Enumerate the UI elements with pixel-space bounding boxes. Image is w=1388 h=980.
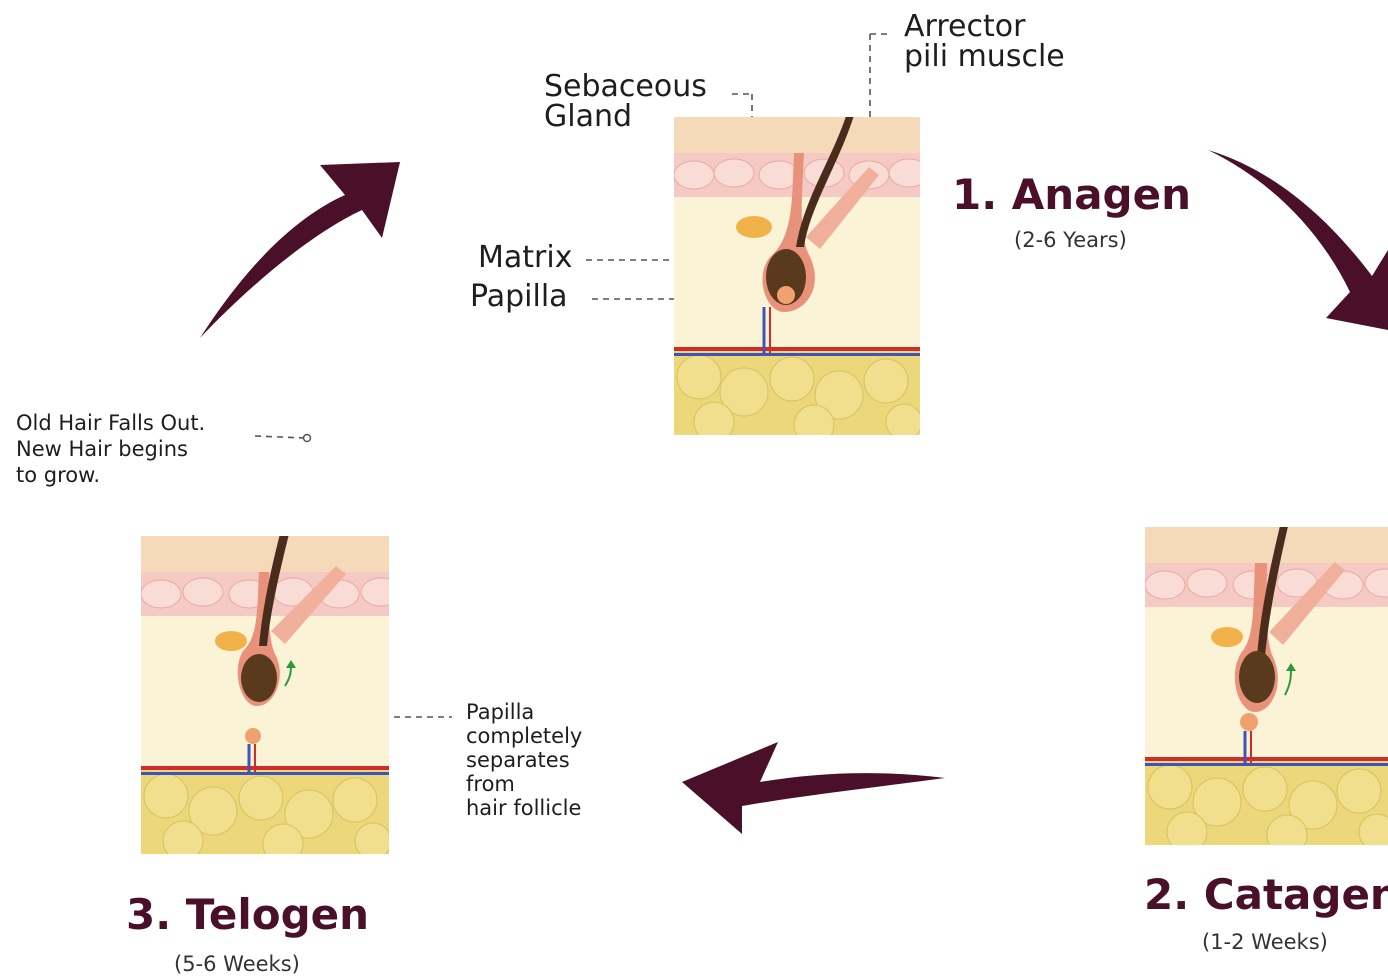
stage-title-telogen: 3. Telogen <box>126 892 369 938</box>
arrector-pili-label: Arrector pili muscle <box>904 12 1065 72</box>
cycle-arrow-icon <box>1208 150 1388 330</box>
cycle-arrow-icon <box>200 162 400 338</box>
stage-duration-catagen: (1-2 Weeks) <box>1202 930 1328 954</box>
papilla-separates-label: Papilla completely separates from hair f… <box>466 700 582 820</box>
stage-duration-anagen: (2-6 Years) <box>1014 228 1127 252</box>
stage-title-catagen: 2. Catagen <box>1144 872 1388 918</box>
papilla-label: Papilla <box>470 282 568 312</box>
matrix-label: Matrix <box>478 243 572 273</box>
catagen-panel <box>1145 527 1388 845</box>
hair-follicle-icon <box>1145 527 1388 845</box>
old-hair-falls-label: Old Hair Falls Out. New Hair begins to g… <box>16 410 205 488</box>
hair-follicle-icon <box>141 536 389 854</box>
anagen-panel <box>674 117 920 435</box>
stage-title-anagen: 1. Anagen <box>952 172 1191 218</box>
hair-follicle-icon <box>674 117 920 435</box>
sebaceous-gland-label: Sebaceous Gland <box>544 72 707 132</box>
telogen-panel <box>141 536 389 854</box>
cycle-arrow-icon <box>682 742 945 834</box>
stage-duration-telogen: (5-6 Weeks) <box>174 952 300 976</box>
